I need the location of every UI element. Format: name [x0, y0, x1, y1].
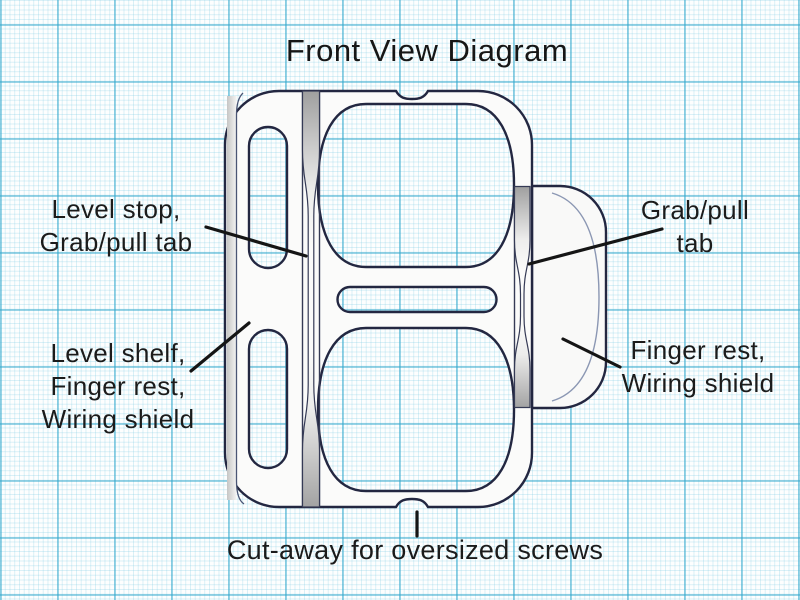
- label-level-shelf-line3: Wiring shield: [41, 404, 195, 434]
- leader-finger-rest: [561, 337, 622, 369]
- label-level-shelf-line2: Finger rest,: [50, 371, 186, 401]
- label-grab-pull-tab-line2: tab: [676, 228, 714, 258]
- label-level-shelf-line1: Level shelf,: [50, 338, 186, 368]
- label-grab-pull-tab-line1: Grab/pull: [640, 195, 750, 225]
- leader-grab-pull-tab: [527, 227, 664, 266]
- left-grab-pull-tab: [301, 90, 321, 508]
- label-level-stop: Level stop, Grab/pull tab: [0, 193, 236, 259]
- left-edge-inner-line: [235, 92, 245, 505]
- label-finger-rest-line1: Finger rest,: [630, 335, 766, 365]
- label-level-stop-line1: Level stop,: [51, 194, 181, 224]
- label-finger-rest: Finger rest, Wiring shield: [578, 334, 800, 400]
- label-cut-away-line1: Cut-away for oversized screws: [226, 535, 604, 565]
- leader-level-stop: [204, 225, 308, 258]
- label-level-stop-line2: Grab/pull tab: [39, 227, 193, 257]
- label-cut-away: Cut-away for oversized screws: [155, 534, 675, 566]
- leader-level-shelf: [189, 321, 251, 373]
- label-level-shelf: Level shelf, Finger rest, Wiring shield: [0, 337, 238, 436]
- right-bump-inner-line: [551, 192, 600, 402]
- label-finger-rest-line2: Wiring shield: [621, 368, 775, 398]
- right-grab-pull-tab: [513, 185, 531, 409]
- diagram-title: Front View Diagram: [285, 33, 569, 68]
- plate-body: [223, 89, 534, 509]
- left-edge-shelf-strip: [227, 96, 237, 500]
- label-grab-pull-tab: Grab/pull tab: [575, 194, 800, 260]
